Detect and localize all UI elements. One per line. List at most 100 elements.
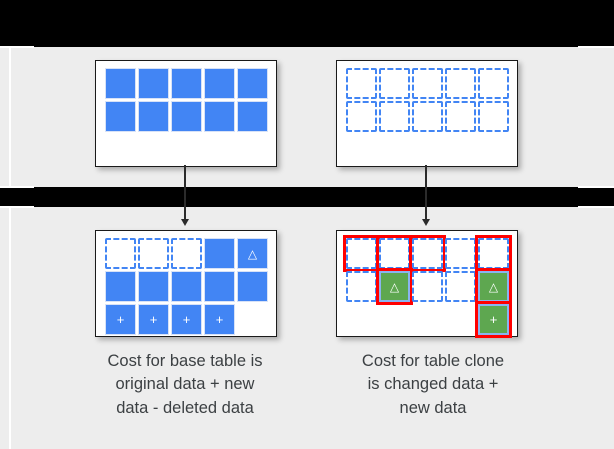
cell-body — [412, 238, 443, 269]
arrow-shaft — [425, 165, 427, 220]
cell-body — [346, 101, 377, 132]
table-cell-blue — [237, 101, 268, 132]
clone-table-original-card — [336, 60, 518, 167]
table-cell-dashed: − — [171, 238, 202, 269]
table-cell-blue — [204, 271, 235, 302]
caption-line: new data — [399, 398, 467, 417]
cell-body: + — [171, 304, 202, 335]
table-cell-blue — [237, 271, 268, 302]
cell-body — [379, 68, 410, 99]
cell-body — [379, 304, 410, 335]
base-table-flow-arrow — [178, 165, 192, 227]
cell-body — [445, 304, 476, 335]
table-cell-blue — [138, 271, 169, 302]
cell-body: + — [105, 304, 136, 335]
added-plus-icon: + — [489, 312, 498, 327]
table-cell-empty — [237, 304, 268, 335]
table-row — [105, 68, 270, 101]
bottom-panel-top-edge-right — [578, 206, 614, 208]
cell-body — [379, 238, 410, 269]
table-cell-empty — [445, 304, 476, 335]
cell-body — [478, 238, 509, 269]
table-row — [105, 271, 270, 304]
table-row: + + + + — [105, 304, 270, 337]
cell-body — [138, 101, 169, 132]
cell-body — [237, 271, 268, 302]
cell-body: − — [138, 238, 169, 269]
table-cell-blue — [204, 101, 235, 132]
table-cell-empty — [346, 304, 377, 335]
table-cell-blue — [171, 271, 202, 302]
table-row: △△ — [346, 268, 512, 305]
cell-body — [171, 271, 202, 302]
table-row: + — [346, 301, 512, 338]
deleted-minus-icon: − — [116, 246, 125, 261]
top-black-band — [0, 0, 614, 47]
table-cell-dashed — [346, 101, 377, 132]
table-cell-dashed — [478, 68, 509, 99]
base-table-original-card — [95, 60, 277, 167]
cell-body — [412, 304, 443, 335]
table-cell-blue — [138, 101, 169, 132]
cell-body — [171, 68, 202, 99]
cell-body — [105, 101, 136, 132]
base-table-caption: Cost for base table is original data + n… — [70, 350, 300, 420]
table-cell-blue — [237, 68, 268, 99]
table-cell-dashed — [379, 68, 410, 99]
table-cell-green-highlighted: + — [475, 301, 512, 338]
cell-body — [105, 271, 136, 302]
table-cell-blue: + — [171, 304, 202, 335]
table-cell-dashed — [445, 101, 476, 132]
table-cell-green-highlighted: △ — [475, 268, 512, 305]
clone-table-caption: Cost for table clone is changed data + n… — [318, 350, 548, 420]
table-cell-blue — [138, 68, 169, 99]
deleted-minus-icon: − — [149, 246, 158, 261]
cell-body — [346, 271, 377, 302]
cell-body — [478, 68, 509, 99]
table-cell-dashed: − — [138, 238, 169, 269]
top-panel-top-edge-left — [0, 46, 34, 48]
base-table-after-changes-grid: −−−△++++ — [105, 238, 270, 337]
table-cell-blue — [105, 101, 136, 132]
table-cell-blue — [204, 68, 235, 99]
table-cell-dashed-highlighted — [475, 235, 512, 272]
arrow-head-icon — [422, 219, 430, 226]
bottom-panel-left-edge — [9, 208, 11, 449]
table-cell-dashed — [412, 271, 443, 302]
table-cell-blue: + — [138, 304, 169, 335]
bottom-panel-top-edge-left — [0, 206, 34, 208]
table-cell-blue: + — [204, 304, 235, 335]
table-cell-dashed — [346, 271, 377, 302]
caption-line: Cost for base table is — [107, 352, 263, 370]
clone-table-after-changes-card: △△ + — [336, 230, 518, 338]
cell-body — [379, 101, 410, 132]
table-cell-dashed-highlighted — [343, 235, 380, 272]
table-cell-dashed — [478, 101, 509, 132]
cell-body — [171, 101, 202, 132]
table-row — [105, 101, 270, 134]
added-plus-icon: + — [182, 312, 191, 327]
base-table-after-changes-card: −−−△++++ — [95, 230, 277, 337]
top-panel-left-edge — [9, 48, 11, 187]
cell-body — [204, 238, 235, 269]
added-plus-icon: + — [215, 312, 224, 327]
caption-line: original data + new — [115, 375, 255, 394]
table-row — [343, 235, 512, 272]
table-cell-blue: △ — [237, 238, 268, 269]
arrow-shaft — [184, 165, 186, 220]
cell-body — [346, 304, 377, 335]
table-cell-blue — [204, 238, 235, 269]
table-cell-dashed — [445, 238, 476, 269]
cell-body — [412, 68, 443, 99]
table-cell-dashed — [346, 68, 377, 99]
table-cell-dashed: − — [105, 238, 136, 269]
added-plus-icon: + — [149, 312, 158, 327]
cell-body — [237, 68, 268, 99]
clone-table-original-grid — [346, 68, 511, 134]
cell-body — [445, 238, 476, 269]
table-row — [346, 101, 511, 134]
table-cell-blue — [105, 68, 136, 99]
cell-body — [204, 271, 235, 302]
cell-body — [412, 101, 443, 132]
cell-body — [105, 68, 136, 99]
